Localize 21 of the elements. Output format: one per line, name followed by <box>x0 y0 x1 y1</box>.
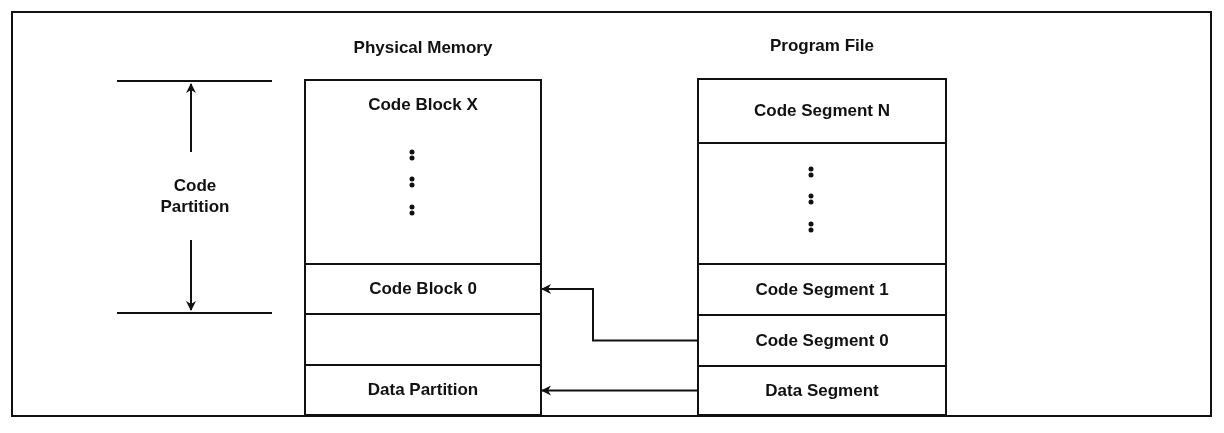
block-label: Code Block X <box>368 95 478 115</box>
memory-block <box>697 314 947 367</box>
memory-block <box>304 79 542 265</box>
memory-block <box>304 364 542 416</box>
column-heading: Program File <box>770 36 874 55</box>
memory-block <box>697 263 947 316</box>
block-label: Code Segment 0 <box>755 330 889 351</box>
arrow <box>541 385 698 396</box>
memory-block <box>697 365 947 416</box>
arrow <box>541 284 698 342</box>
empty-block <box>697 142 947 265</box>
block-label: Code Block 0 <box>369 279 477 299</box>
block-label: Data Partition <box>367 380 479 400</box>
block-label: Code Segment N <box>754 101 890 121</box>
dimension-label: Code Partition <box>159 175 231 218</box>
column-heading: Physical Memory <box>353 38 493 57</box>
block-label: Data Segment <box>765 380 879 401</box>
block-label: Code Segment 1 <box>755 279 889 300</box>
memory-block <box>304 263 542 315</box>
empty-block <box>304 313 542 366</box>
memory-block <box>697 78 947 144</box>
